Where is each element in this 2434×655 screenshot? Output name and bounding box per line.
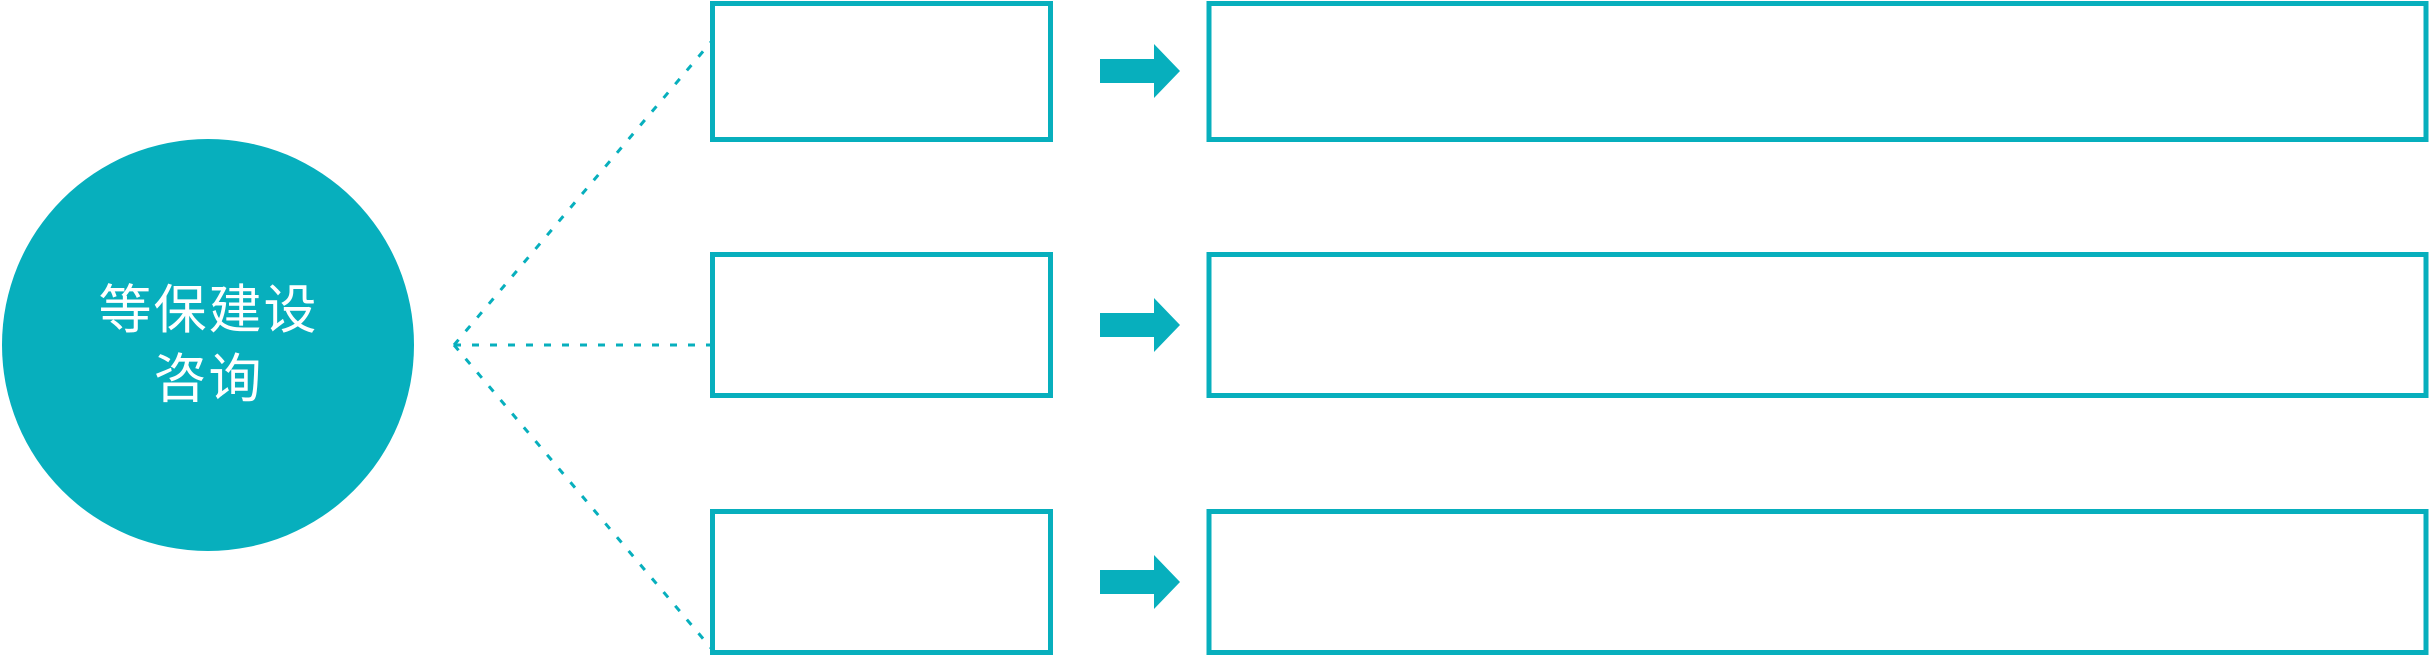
stage-box-label-3 <box>711 510 1052 654</box>
arrow-icon-1 <box>1100 44 1180 98</box>
connector-line-3 <box>452 344 713 649</box>
arrow-icon-3 <box>1100 555 1180 609</box>
detail-box-2[interactable] <box>1206 252 2429 398</box>
detail-box-3[interactable] <box>1206 509 2429 655</box>
stage-box-1[interactable] <box>710 1 1053 142</box>
detail-box-label-3 <box>1207 510 2426 654</box>
stage-box-3[interactable] <box>710 509 1053 655</box>
connector-group <box>452 41 713 649</box>
stage-box-label-1 <box>711 2 1052 141</box>
detail-box-1[interactable] <box>1206 1 2429 142</box>
stage-box-label-2 <box>711 253 1052 397</box>
detail-box-label-2 <box>1207 253 2426 397</box>
connector-line-1 <box>452 41 713 346</box>
detail-box-label-1 <box>1207 2 2426 141</box>
hub-circle[interactable] <box>2 139 414 551</box>
arrow-icon-2 <box>1100 298 1180 352</box>
stage-box-2[interactable] <box>710 252 1053 398</box>
